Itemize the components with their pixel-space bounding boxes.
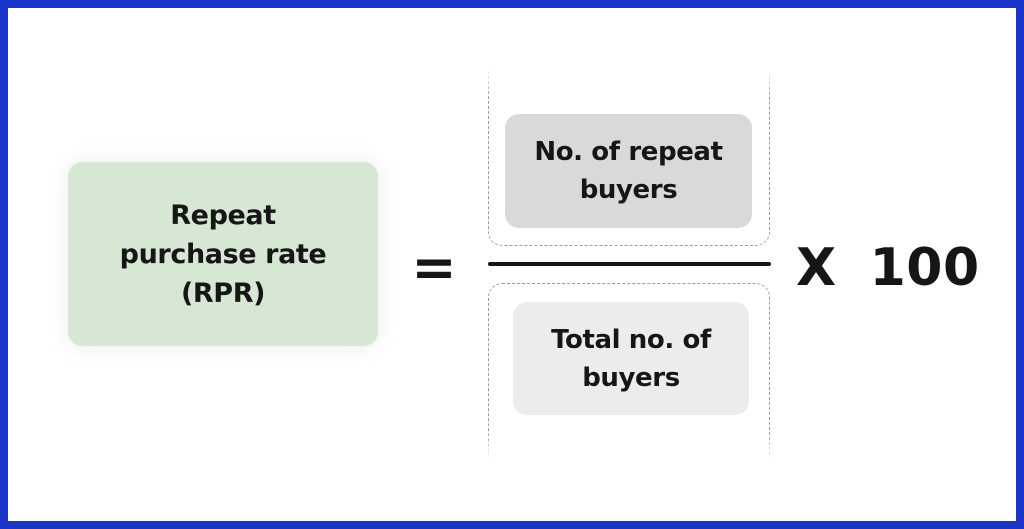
numerator-box: No. of repeat buyers (505, 114, 752, 228)
denominator-dashed-guide (488, 283, 770, 461)
fraction-bar (488, 262, 771, 266)
rpr-label-line-1: Repeat (170, 199, 276, 231)
rpr-label-line-3: (RPR) (180, 277, 266, 309)
numerator-line-1: No. of repeat (534, 137, 723, 167)
numerator-dashed-guide (488, 68, 770, 246)
multiplier-value: 100 (869, 238, 980, 298)
denominator-box: Total no. of buyers (513, 302, 749, 415)
denominator-line-2: buyers (582, 362, 680, 393)
multiply-symbol: X (796, 238, 837, 298)
rpr-label-box: Repeat purchase rate (RPR) (68, 162, 378, 346)
equals-sign: = (411, 235, 457, 299)
multiplier-group: X 100 (796, 238, 980, 298)
rpr-label-line-2: purchase rate (119, 238, 327, 270)
denominator-line-1: Total no. of (551, 324, 711, 355)
numerator-line-2: buyers (579, 175, 678, 205)
